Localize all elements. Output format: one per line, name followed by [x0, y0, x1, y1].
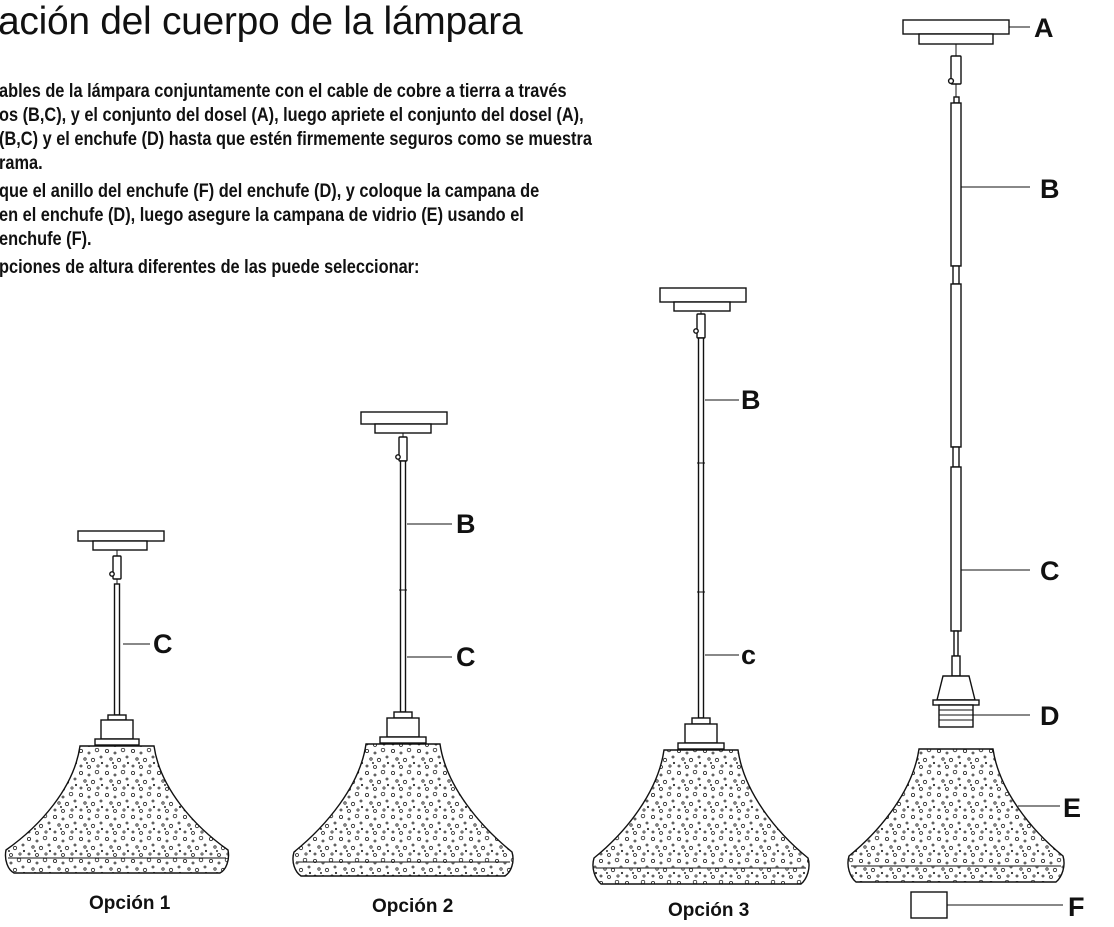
glass-shade [292, 743, 514, 877]
label-b: B [741, 385, 761, 415]
lamp-option-1: C Opción 1 [4, 530, 230, 914]
instruction-line: rama. [0, 153, 43, 174]
lamp-option-3: B c Opción 3 [592, 287, 810, 921]
instruction-line: enchufe (F). [0, 229, 92, 250]
ring-f [910, 891, 948, 919]
label-c: C [153, 629, 173, 659]
option-caption: Opción 2 [372, 896, 453, 917]
page-title: ación del cuerpo de la lámpara [0, 0, 523, 43]
instruction-list: ables de la lámpara conjuntamente con el… [0, 80, 704, 284]
instruction-line: ables de la lámpara conjuntamente con el… [0, 81, 567, 102]
instruction-line: en el enchufe (D), luego asegure la camp… [0, 205, 524, 226]
part-label-f: F [1068, 892, 1085, 922]
canopy-a [902, 19, 1010, 45]
socket-d [932, 675, 980, 728]
instruction-line: que el anillo del enchufe (F) del enchuf… [0, 181, 540, 202]
option-caption: Opción 1 [89, 893, 171, 914]
part-label-a: A [1034, 13, 1054, 43]
lamp-option-2: B C Opción 3 Opción 2 [292, 411, 514, 917]
part-label-c: C [1040, 556, 1060, 586]
canopy [659, 287, 747, 312]
rod-c [950, 466, 962, 677]
glass-shade-e [847, 748, 1065, 883]
part-label-d: D [1040, 701, 1060, 731]
rod-b [950, 102, 962, 448]
socket [94, 714, 140, 746]
instruction-step: pciones de altura diferentes de las pued… [0, 256, 704, 280]
option-caption: Opción 3 [668, 900, 749, 921]
label-c: c [741, 640, 756, 670]
label-b: B [456, 509, 476, 539]
part-label-b: B [1040, 174, 1060, 204]
label-c: C [456, 642, 476, 672]
instruction-step: ables de la lámpara conjuntamente con el… [0, 80, 704, 176]
canopy [77, 530, 165, 551]
instruction-line: pciones de altura diferentes de las pued… [0, 257, 420, 278]
glass-shade [4, 745, 230, 874]
exploded-assembly: A B C D [847, 13, 1085, 922]
instruction-line: (B,C) y el enchufe (D) hasta que estén f… [0, 129, 592, 150]
socket [379, 711, 427, 744]
canopy [360, 411, 448, 434]
instruction-line: os (B,C), y el conjunto del dosel (A), l… [0, 105, 584, 126]
glass-shade [592, 749, 810, 885]
part-label-e: E [1063, 793, 1081, 823]
instruction-step: que el anillo del enchufe (F) del enchuf… [0, 180, 704, 252]
socket [677, 717, 725, 750]
